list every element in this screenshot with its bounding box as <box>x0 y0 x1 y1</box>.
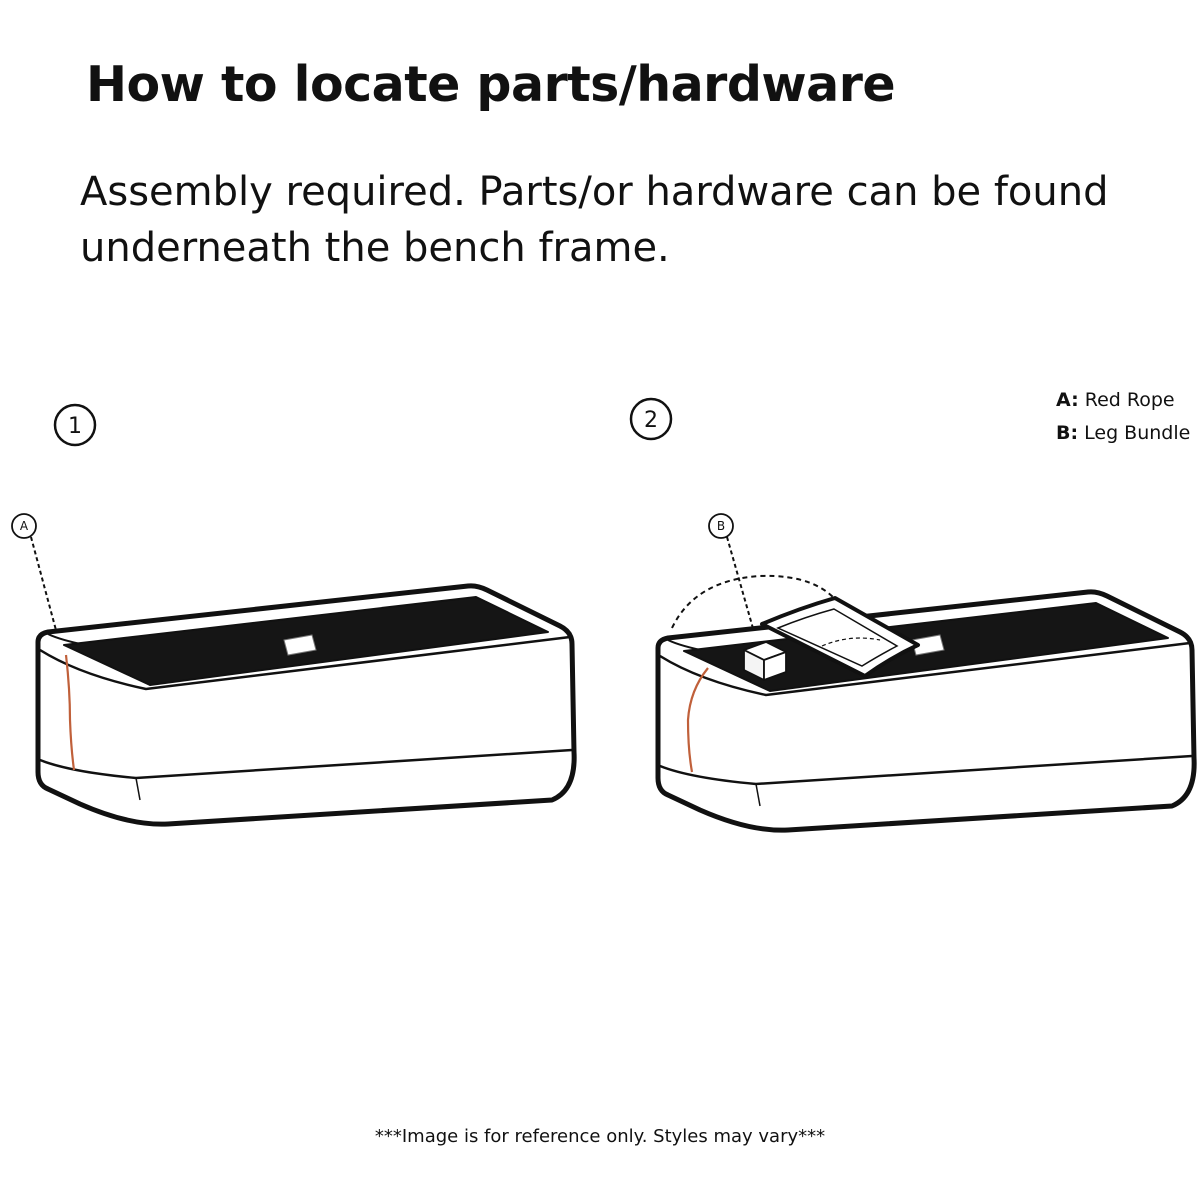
callout-b-letter: B <box>717 519 725 533</box>
leg-bundle-box <box>743 641 787 681</box>
step-2-number: 2 <box>644 408 658 433</box>
legend-colon-b: : <box>1070 422 1079 444</box>
step-2-badge <box>629 397 673 441</box>
step-1-number: 1 <box>68 414 82 439</box>
page-title: How to locate parts/hardware <box>86 56 896 113</box>
bench-frame-2 <box>655 589 1197 833</box>
legend-label-b: Leg Bundle <box>1084 422 1191 444</box>
panel-label-1 <box>283 634 317 656</box>
legend-label-a: Red Rope <box>1084 389 1175 411</box>
step-1-diagram: 1 A <box>11 403 577 827</box>
legend-letter-b: B <box>1056 422 1071 444</box>
callout-b-badge <box>708 513 734 539</box>
callout-a-badge <box>11 513 37 539</box>
lift-arc <box>671 574 843 629</box>
step-2-diagram: 2 B <box>629 397 1197 833</box>
legend: A: Red Rope B: Leg Bundle <box>1056 384 1190 450</box>
legend-letter-a: A <box>1056 389 1072 411</box>
red-rope-2 <box>686 667 709 773</box>
lifted-board <box>760 596 920 678</box>
legend-item-a: A: Red Rope <box>1056 384 1190 417</box>
step-1-badge <box>53 403 97 447</box>
callout-a-letter: A <box>20 519 29 533</box>
intro-text: Assembly required. Parts/or hardware can… <box>80 169 1109 271</box>
legend-item-b: B: Leg Bundle <box>1056 417 1190 450</box>
panel-label-2 <box>911 634 945 656</box>
bench-frame-1 <box>35 583 577 827</box>
red-rope-1 <box>64 654 76 771</box>
disclaimer-footer: ***Image is for reference only. Styles m… <box>374 1126 826 1147</box>
legend-colon-a: : <box>1071 389 1079 411</box>
